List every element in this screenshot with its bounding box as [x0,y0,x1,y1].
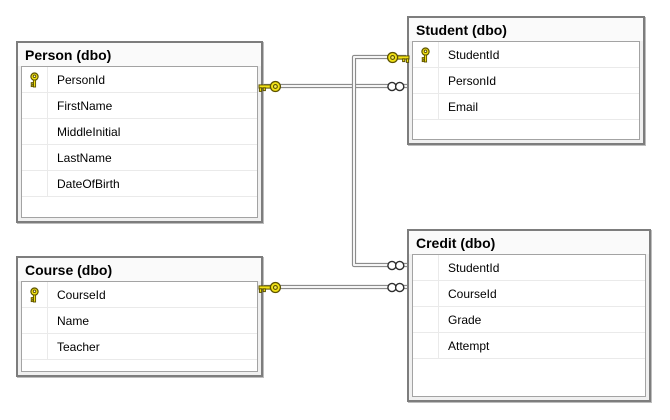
table-person[interactable]: Person (dbo) PersonId FirstName [16,41,263,223]
field-name: Attempt [448,338,490,353]
field-row[interactable]: CourseId [413,281,645,307]
field-row[interactable]: Grade [413,307,645,333]
table-credit-columns: StudentId CourseId Grade Attempt [412,254,646,397]
field-row[interactable]: Name [22,308,257,334]
field-row[interactable]: MiddleInitial [22,119,257,145]
infinity-icon [387,260,405,271]
table-student-header[interactable]: Student (dbo) [409,18,643,41]
field-name: LastName [57,150,112,165]
field-row[interactable]: PersonId [22,67,257,93]
empty-row[interactable] [413,120,639,139]
field-row[interactable]: LastName [22,145,257,171]
field-name: Name [57,313,90,328]
table-course[interactable]: Course (dbo) CourseId Name [16,256,263,377]
table-course-columns: CourseId Name Teacher [21,281,258,372]
empty-row[interactable] [22,197,257,217]
infinity-icon [387,282,405,293]
table-person-columns: PersonId FirstName MiddleInitial LastNam… [21,66,258,218]
table-course-header[interactable]: Course (dbo) [18,258,261,281]
field-name: Email [448,99,479,114]
field-row[interactable]: CourseId [22,282,257,308]
key-icon [386,51,410,64]
field-name: CourseId [57,287,106,302]
empty-row[interactable] [413,359,645,396]
table-student[interactable]: Student (dbo) StudentId PersonId [407,16,645,145]
relationship-student-credit-core [353,56,407,266]
field-row[interactable]: StudentId [413,42,639,68]
pk-key-icon [30,71,39,87]
field-row[interactable]: Teacher [22,334,257,360]
field-row[interactable]: DateOfBirth [22,171,257,197]
key-icon [258,281,282,294]
field-name: StudentId [448,260,500,275]
field-name: MiddleInitial [57,124,121,139]
field-name: PersonId [448,73,497,88]
infinity-icon [387,81,405,92]
pk-key-icon [421,46,430,62]
empty-row[interactable] [22,360,257,371]
field-name: CourseId [448,286,497,301]
field-name: Teacher [57,339,100,354]
field-name: Grade [448,312,482,327]
field-row[interactable]: Attempt [413,333,645,359]
pk-key-icon [30,286,39,302]
field-name: PersonId [57,72,106,87]
field-row[interactable]: StudentId [413,255,645,281]
field-name: FirstName [57,98,113,113]
key-icon [258,80,282,93]
field-name: StudentId [448,47,500,62]
field-row[interactable]: PersonId [413,68,639,94]
table-student-columns: StudentId PersonId Email [412,41,640,140]
field-row[interactable]: Email [413,94,639,120]
table-person-header[interactable]: Person (dbo) [18,43,261,66]
field-name: DateOfBirth [57,176,120,191]
table-credit[interactable]: Credit (dbo) StudentId CourseId Grade At… [407,229,651,402]
field-row[interactable]: FirstName [22,93,257,119]
table-credit-header[interactable]: Credit (dbo) [409,231,649,254]
